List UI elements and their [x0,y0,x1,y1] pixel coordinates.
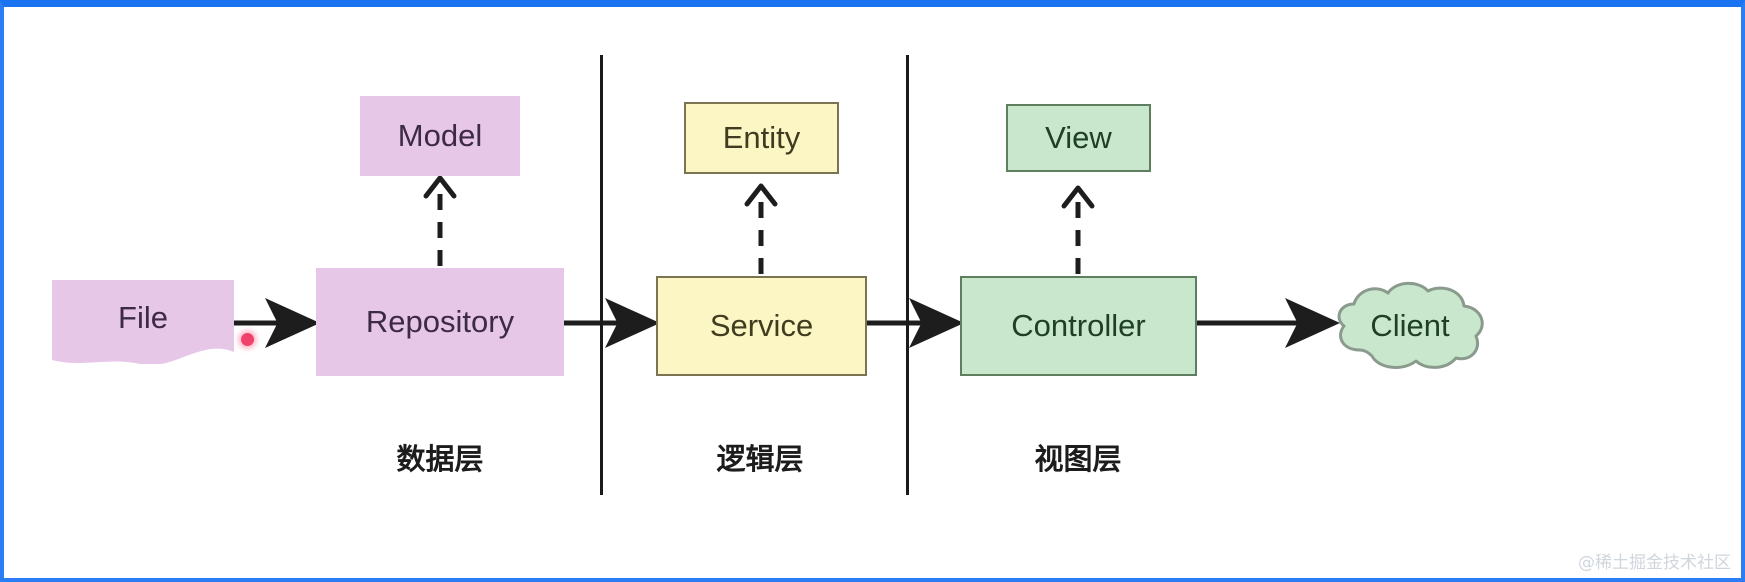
node-controller[interactable]: Controller [960,276,1197,376]
layer-caption-logic: 逻辑层 [716,442,804,476]
cursor-pointer-dot [241,333,254,346]
node-entity-label: Entity [722,119,801,155]
layer-divider-logic-view [906,55,909,495]
document-shape-icon [52,280,234,364]
node-service-label: Service [709,307,814,343]
node-view-label: View [1045,119,1112,155]
node-view[interactable]: View [1006,104,1151,172]
layer-divider-data-logic [600,55,603,495]
layer-caption-view: 视图层 [1034,442,1122,476]
node-model-label: Model [397,117,483,153]
node-file-label: File [118,299,168,335]
watermark-text: @稀土掘金技术社区 [1578,553,1731,573]
layer-caption-data: 数据层 [396,442,484,476]
node-client-label: Client [1370,307,1450,343]
node-file[interactable]: File [52,280,234,364]
node-model[interactable]: Model [360,96,520,176]
node-entity[interactable]: Entity [684,102,839,174]
cloud-shape-icon [1337,281,1484,369]
edge-controller-to-view [1061,185,1095,274]
node-client[interactable]: Client [1330,280,1490,372]
edge-repository-to-model [423,175,457,266]
node-repository[interactable]: Repository [316,268,564,376]
edge-service-to-entity [744,183,778,274]
node-repository-label: Repository [365,303,515,339]
node-service[interactable]: Service [656,276,867,376]
node-controller-label: Controller [1011,307,1146,343]
